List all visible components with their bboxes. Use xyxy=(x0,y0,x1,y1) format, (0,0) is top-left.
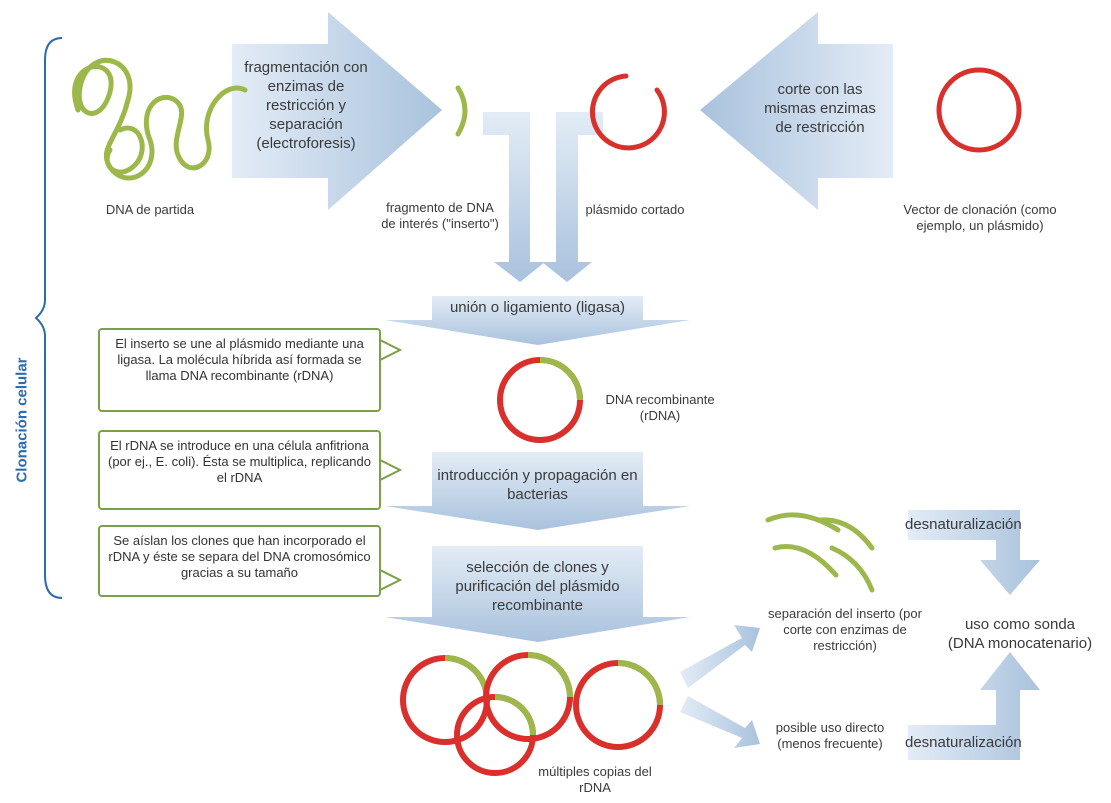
label-corte: corte con las mismas enzimas de restricc… xyxy=(764,81,876,136)
note2-tail xyxy=(379,458,403,482)
label-introduccion: introducción y propagación en bacterias xyxy=(437,467,638,503)
label-dna-recombinante: DNA recombinante (rDNA) xyxy=(605,392,715,423)
label-separacion: separación del inserto (por corte con en… xyxy=(768,606,922,653)
insert-fragment xyxy=(455,85,468,137)
separated-insert-2 xyxy=(772,544,839,578)
note-introduccion: El rDNA se introduce en una célula anfit… xyxy=(98,430,381,510)
note1-tail xyxy=(379,338,403,362)
separated-insert-1 xyxy=(765,512,841,533)
label-plasmido-cortado: plásmido cortado xyxy=(585,202,685,217)
arrow-seleccion xyxy=(385,546,690,642)
label-seleccion: selección de clones y purificación del p… xyxy=(455,559,620,614)
arrow-fragmentation xyxy=(232,12,442,210)
arrow-introduccion xyxy=(385,452,690,530)
label-fragmentacion: fragmentación con enzimas de restricción… xyxy=(244,59,368,152)
side-label-clonacion: Clonación celular xyxy=(13,357,31,483)
label-multiples: múltiples copias del rDNA xyxy=(538,764,652,795)
arrow-cut xyxy=(700,12,893,210)
label-desnat-top: desnaturalización xyxy=(905,516,1022,533)
separated-insert-3 xyxy=(817,517,875,551)
arrow-bent-bottom xyxy=(908,652,1040,760)
arrow-down-2 xyxy=(542,112,603,282)
note-aislamiento: Se aíslan los clones que han incorporado… xyxy=(98,525,381,597)
note-ligasa: El inserto se une al plásmido mediante u… xyxy=(98,328,381,412)
label-fragmento: fragmento de DNA de interés ("inserto") xyxy=(381,200,499,231)
label-uso-sonda: uso como sonda (DNA monocatenario) xyxy=(947,616,1093,652)
recombinant-insert xyxy=(539,357,583,401)
label-union: unión o ligamiento (ligasa) xyxy=(449,299,626,316)
arrow-union xyxy=(385,296,690,345)
separated-insert-4 xyxy=(829,545,875,593)
label-desnat-bottom: desnaturalización xyxy=(905,734,1022,751)
label-vector: Vector de clonación (como ejemplo, un pl… xyxy=(903,202,1057,233)
left-bracket xyxy=(34,37,63,599)
label-posible: posible uso directo (menos frecuente) xyxy=(775,720,885,751)
arrow-diag-up xyxy=(680,625,760,688)
arrow-diag-down xyxy=(680,696,760,748)
note3-tail xyxy=(379,568,403,592)
cut-plasmid xyxy=(589,73,667,151)
label-dna-partida: DNA de partida xyxy=(105,202,195,217)
arrow-down-1 xyxy=(483,112,545,282)
vector-plasmid xyxy=(936,67,1022,153)
dna-squiggle xyxy=(72,57,248,181)
arrow-bent-top xyxy=(908,510,1040,595)
dna-squiggle-2 xyxy=(104,125,145,175)
